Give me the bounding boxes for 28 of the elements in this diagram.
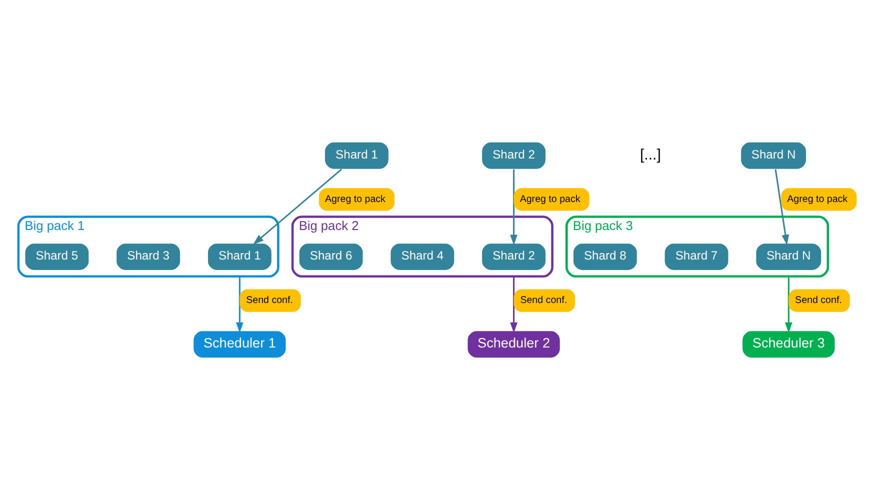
node-box: Scheduler 3 [742, 330, 836, 358]
node-box: Shard 2 [481, 242, 546, 271]
node-box: Shard 1 [324, 142, 390, 170]
node-box: Scheduler 2 [466, 330, 561, 358]
node-box: Shard 2 [481, 142, 546, 170]
node-box: Shard 7 [664, 242, 729, 271]
node-box: Shard N [755, 242, 822, 271]
node-box: Shard 3 [116, 242, 181, 271]
node-box: Shard 1 [207, 242, 272, 271]
node-box: Scheduler 1 [192, 330, 286, 358]
node-box: Shard N [740, 142, 807, 170]
arrow [510, 169, 518, 246]
edge-label: Send conf. [795, 295, 842, 306]
node-box: Shard 6 [298, 242, 364, 271]
edge-label: Send conf. [520, 295, 568, 306]
node-box: Shard 8 [572, 242, 638, 271]
node-box: Shard 5 [24, 242, 90, 271]
arrow [774, 169, 790, 246]
arrow [236, 276, 244, 333]
arrow [253, 168, 342, 245]
label: [...] [640, 146, 661, 164]
edge-label: Agreg to pack [325, 194, 386, 205]
arrow [510, 276, 518, 333]
edge-label: Agreg to pack [520, 194, 580, 205]
node-box: Shard 4 [390, 242, 455, 271]
edge-label: Send conf. [246, 295, 293, 306]
arrow [784, 276, 792, 333]
edge-label: Agreg to pack [787, 194, 848, 205]
